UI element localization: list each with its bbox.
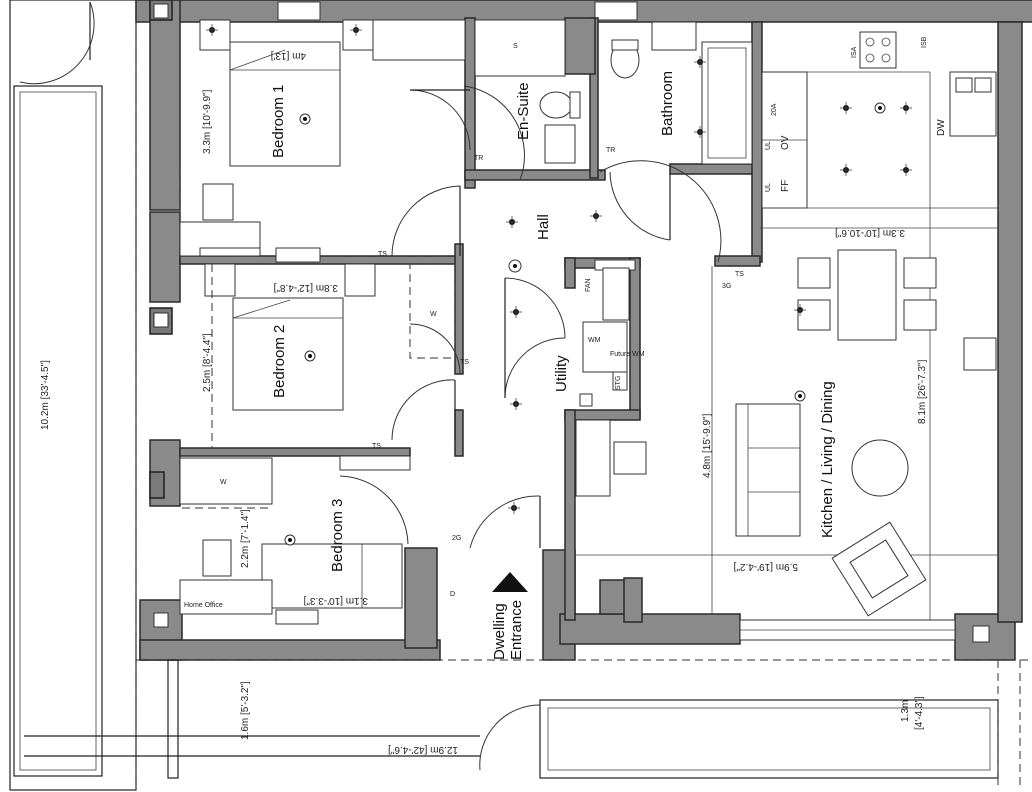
dim-kitchen-depth: 8.1m [26'-7.3"]	[917, 359, 928, 424]
bedroom-3: Bedroom 3 2.2m [7'-1.4"] 3.1m [10'-3.3"]…	[179, 455, 541, 615]
light-icon	[794, 304, 806, 316]
light-icon	[506, 216, 518, 228]
entrance-arrow-icon	[492, 572, 528, 592]
kitchen-units: FF OV DW 3.3m [10'-10.6"]	[761, 31, 998, 620]
outer-walls	[135, 0, 1032, 661]
dim-overall-width: 12.9m [42'-4.6"]	[388, 744, 458, 755]
dim-bedroom-1-depth: 3.3m [10'-9.9"]	[202, 89, 213, 154]
ts-label: TS	[378, 251, 387, 258]
dim-kitchen-mid: 4.8m [15'-9.9"]	[702, 413, 713, 478]
light-icon	[694, 126, 706, 138]
bathroom: Bathroom	[609, 21, 753, 241]
dim-bedroom-3-depth: 2.2m [7'-1.4"]	[240, 509, 251, 568]
dim-overall-depth: 10.2m [33'-4.5"]	[40, 360, 51, 430]
dim-bedroom-3-width: 3.1m [10'-3.3"]	[303, 595, 368, 606]
dim-bedroom-2-width: 3.8m [12'-4.8"]	[273, 282, 338, 293]
d-label: D	[450, 591, 455, 598]
room-label-utility: Utility	[553, 355, 570, 392]
room-label-bedroom-3: Bedroom 3	[329, 499, 346, 572]
ts-label: TS	[460, 359, 469, 366]
dim-balcony-right-a: 1.3m	[900, 700, 911, 722]
oven-label: OV	[780, 135, 791, 150]
hall: Hall FAN	[391, 160, 722, 292]
wardrobe-label: W	[430, 311, 437, 318]
room-label-hall: Hall	[535, 214, 552, 240]
two-gang-label: 2G	[452, 535, 461, 542]
entrance-label-line-1: Dwelling	[491, 603, 508, 660]
light-icon	[510, 306, 522, 318]
room-label-kitchen-living-dining: Kitchen / Living / Dining	[819, 381, 836, 538]
ceiling-light-fixtures	[206, 24, 912, 514]
three-gang-label: 3G	[722, 283, 731, 290]
light-icon	[840, 164, 852, 176]
dim-kitchen-top: 3.3m [10'-10.6"]	[835, 227, 905, 238]
future-wm-label: Future WM	[610, 351, 645, 358]
dim-balcony-left: 1.6m [5'-3.2"]	[240, 681, 251, 740]
ts-label: TS	[735, 271, 744, 278]
room-label-en-suite: En-Suite	[515, 82, 532, 140]
stg-label: STG	[615, 376, 622, 390]
dishwasher-label: DW	[936, 119, 947, 136]
dim-balcony-right-b: [4'-4.3"]	[914, 696, 925, 730]
kitchen-living-dining: Kitchen / Living / Dining 8.1m [26'-7.3"…	[575, 227, 998, 617]
washing-machine-label: WM	[588, 337, 601, 344]
light-icon	[900, 164, 912, 176]
ul-label: UL	[765, 183, 772, 192]
utility: Utility WM Future WM	[504, 267, 645, 407]
bedroom-3-wardrobe-label: W	[220, 479, 227, 486]
light-icon	[590, 210, 602, 222]
internal-walls	[179, 17, 763, 623]
ts-label: TS	[372, 443, 381, 450]
dim-bedroom-2-depth: 2.5m [8'-4.4"]	[202, 333, 213, 392]
light-icon	[694, 56, 706, 68]
amp-label: 20A	[771, 103, 778, 116]
tr-label: TR	[474, 155, 483, 162]
isa-label: ISA	[851, 46, 858, 58]
light-icon	[508, 502, 520, 514]
ensuite-shower-label: S	[513, 43, 518, 50]
light-icon	[900, 102, 912, 114]
technical-labels: TS TS TS TS TR TR 3G 2G D ISA ISB 20A UL…	[372, 36, 928, 598]
light-icon	[840, 102, 852, 114]
bedroom-1: Bedroom 1 4m [13'] 3.3m [10'-9.9"]	[179, 19, 471, 257]
ul-label: UL	[765, 141, 772, 150]
room-label-bedroom-2: Bedroom 2	[271, 325, 288, 398]
en-suite: En-Suite S	[463, 19, 581, 181]
bottom-balcony: 12.9m [42'-4.6"] 1.6m [5'-3.2"] 1.3m [4'…	[24, 659, 1032, 790]
light-icon	[206, 24, 218, 36]
left-balcony	[9, 0, 137, 791]
hall-fan-label: FAN	[585, 278, 592, 292]
dim-kitchen-width: 5.9m [19'-4.2"]	[733, 561, 798, 572]
light-icon	[350, 24, 362, 36]
entrance-label-line-2: Entrance	[508, 600, 525, 660]
fridge-freezer-label: FF	[780, 180, 791, 192]
room-label-bedroom-1: Bedroom 1	[270, 85, 287, 158]
dwelling-entrance: Dwelling Entrance	[491, 572, 528, 660]
room-label-bathroom: Bathroom	[659, 71, 676, 136]
isb-label: ISB	[921, 36, 928, 48]
light-icon	[510, 398, 522, 410]
home-office-label: Home Office	[184, 602, 223, 609]
bedroom-2: Bedroom 2 3.8m [12'-4.8"] 2.5m [8'-4.4"]…	[202, 263, 461, 448]
dim-bedroom-1-width: 4m [13']	[271, 50, 306, 61]
tr-label: TR	[606, 147, 615, 154]
